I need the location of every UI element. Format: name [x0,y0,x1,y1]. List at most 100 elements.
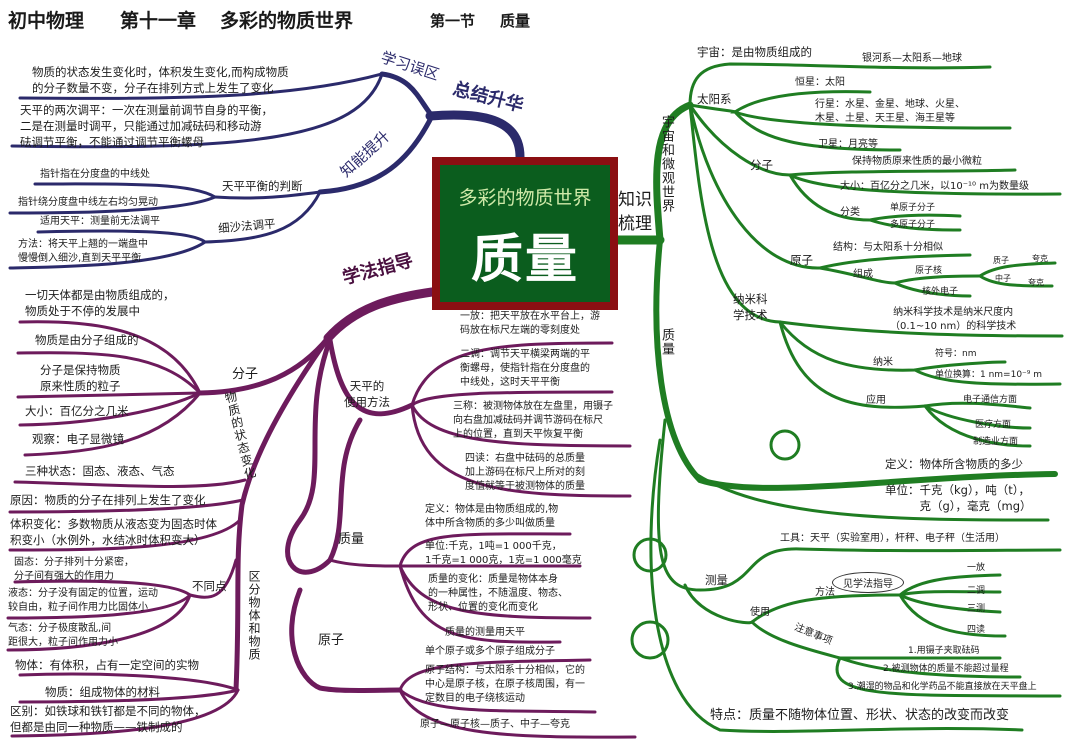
cosmos-label[interactable]: 宇宙：是由物质组成的 [697,45,812,59]
central-subtitle: 多彩的物质世界 [458,187,592,209]
state-change-item: 三种状态：固态、液态、气态 [25,464,175,478]
differences-node[interactable]: 不同点 [192,579,227,593]
proton-label: 质子 [993,256,1009,265]
balance-judge-item: 指针绕分度盘中线左右均匀晃动 [18,197,158,208]
mass-units: 单位：千克（kg），吨（t）， 克（g），毫克（mg） [885,483,1032,513]
mass-definition: 定义：物体所含物质的多少 [885,457,1023,471]
balance-usage-step: 四读：右盘中砝码的总质量 加上游码在标尺上所对的刻 度值就等于被测物体的质量 [465,453,585,492]
method-branch-lines [6,287,637,739]
header-section-title: 质量 [500,12,531,30]
summary-branch-lines [8,71,525,270]
usage-node[interactable]: 使用 [750,607,770,618]
central-topic[interactable]: 多彩的物质世界 质量 [432,157,618,310]
header-subject: 初中物理 [8,10,85,32]
balance-usage-step: 三称：被测物体放在左盘里，用镊子 向右盘加减砝码并调节游码在标尺 上的位置，直到… [453,401,613,440]
nano-node[interactable]: 纳米科 学技术 [733,292,768,322]
solar-item: 恒星：太阳 [795,77,845,88]
state-change-item: 原因：物质的分子在排列上发生了变化 [10,493,206,507]
decorative-circle [630,620,670,660]
quark-label: 夸克 [1028,278,1044,287]
nano-definition: 纳米科学技术是纳米尺度内 （0.1~10 nm）的科学技术 [890,307,1017,332]
atom-node-green[interactable]: 原子 [790,253,813,267]
mass-item: 定义：物体是由物质组成的,物 体中所含物质的多少叫做质量 [425,504,559,529]
nanometer-node[interactable]: 纳米 [873,357,893,368]
solar-item: 卫星：月亮等 [818,139,878,150]
electron-label: 核外电子 [922,287,959,297]
balance-usage-step: 二调：调节天平横梁两端的平 衡螺母，使指针指在分度盘的 中线处，这时天平平衡 [460,349,590,388]
measure-tool: 工具：天平（实验室用），杆秤、电子秤（生活用） [780,533,1005,544]
header-section: 第一节 [430,12,476,30]
caution-item: 2.被测物体的质量不能超过量程 [883,664,1009,674]
sand-method-item: 适用天平：测量前无法调平 [40,216,160,227]
difference-item: 气态：分子极度散乱,间 距很大，粒子间作用力小 [8,623,118,648]
molecule-item: 保持物质原来性质的最小微粒 [852,156,982,167]
decorative-circle [632,537,668,573]
neutron-label: 中子 [995,274,1011,283]
balance-judge-node[interactable]: 天平平衡的判断 [222,179,303,193]
universe-node[interactable]: 宇宙和微观世界 [659,115,674,213]
measure-node[interactable]: 测量 [705,573,728,587]
solar-node[interactable]: 太阳系 [697,92,732,106]
atom-item: 原子—原子核—质子、中子—夸克 [420,719,570,730]
atom-item: 单个原子或多个原子组成分子 [425,646,555,657]
caution-item: 3.潮湿的物品和化学药品不能直接放在天平盘上 [848,682,1037,692]
classify-item: 多原子分子 [890,220,936,230]
mass-node-green[interactable]: 质量 [659,328,674,356]
header-chapter: 第十一章 [120,10,197,32]
application-node[interactable]: 应用 [866,395,886,406]
molecule-item: 分子是保持物质 原来性质的粒子 [40,363,121,393]
quark-label: 夸克 [1032,254,1048,263]
see-method-guide-bubble: 见学法指导 [832,572,904,593]
object-vs-matter-node[interactable]: 区分物体和物质 [247,570,261,661]
balance-judge-item: 指针指在分度盘的中线处 [40,169,150,180]
molecule-item: 观察：电子显微镜 [32,432,124,446]
object-item: 区别：如铁球和铁钉都是不同的物体， 但都是由同一种物质——铁制成的 [10,704,206,734]
application-item: 医疗方面 [975,420,1012,430]
decorative-circle [769,429,801,461]
header-chapter-title: 多彩的物质世界 [220,10,354,32]
molecule-item: 大小：百亿分之几米，以10⁻¹⁰ m为数量级 [840,181,1029,192]
classify-node[interactable]: 分类 [840,207,860,218]
nanometer-conversion: 单位换算：1 nm=10⁻⁹ m [935,370,1043,380]
state-change-item: 体积变化：多数物质从液态变为固态时体 积变小（水例外，水结冰时体积变大） [10,517,217,547]
molecule-item: 物质是由分子组成的 [35,333,139,347]
atom-item: 原子结构：与太阳系十分相似，它的 中心是原子核，在原子核周围，有一 定数目的电子… [425,665,585,704]
method-step: 三测 [967,604,986,614]
mistake-item: 天平的两次调平：一次在测量前调节自身的平衡， 二是在测量时调平，只能通过加减砝码… [20,103,273,149]
atom-structure: 结构：与太阳系十分相似 [833,242,943,253]
classify-item: 单原子分子 [890,203,936,213]
knowledge-branch-lines [612,62,1064,733]
molecule-node-green[interactable]: 分子 [750,158,773,172]
sand-method-item: 方法：将天平上翘的一端盘中 慢慢倒入细沙,直到天平平衡 [18,239,148,264]
mass-feature: 特点：质量不随物体位置、形状、状态的改变而改变 [710,708,1010,723]
solar-item: 行星：水星、金星、地球、火星、 木星、土星、天王星、海王星等 [815,99,965,124]
application-item: 电子通信方面 [963,395,1018,405]
nanometer-symbol: 符号：nm [935,349,977,359]
caution-item: 1.用镊子夹取砝码 [908,646,980,656]
molecule-item: 一切天体都是由物质组成的， 物质处于不停的发展中 [25,288,175,318]
mass-item: 质量的测量用天平 [445,627,525,638]
molecule-item: 大小：百亿分之几米 [25,404,129,418]
atom-node[interactable]: 原子 [318,633,345,648]
central-title: 质量 [470,230,579,290]
method-step: 二调 [967,586,986,596]
mass-item: 单位:千克，1吨=1 000千克， 1千克=1 000克，1克=1 000毫克 [425,541,582,566]
object-item: 物体：有体积，占有一定空间的实物 [15,658,199,672]
method-step: 四读 [967,625,986,635]
usage-method-node[interactable]: 方法 [815,587,835,598]
difference-item: 液态：分子没有固定的位置，运动 较自由，粒子间作用力比固体小 [8,588,158,613]
application-item: 制造业方面 [973,437,1019,447]
molecule-node[interactable]: 分子 [232,367,259,382]
mass-node[interactable]: 质量 [338,532,365,547]
method-step: 一放 [967,563,986,573]
composition-node[interactable]: 组成 [853,269,873,280]
mistake-item: 物质的状态发生变化时，体积发生变化,而构成物质 的分子数量不变，分子在排列方式上… [32,65,289,95]
cosmos-item: 银河系—太阳系—地球 [862,53,962,64]
nucleus-label: 原子核 [915,266,943,276]
balance-usage-node[interactable]: 天平的 使用方法 [344,379,390,409]
object-item: 物质：组成物体的材料 [45,685,160,699]
knowledge-node[interactable]: 知识 梳理 [618,190,652,234]
difference-item: 固态：分子排列十分紧密， 分子间有强大的作用力 [14,557,134,582]
mass-item: 质量的变化：质量是物体本身 的一种属性，不随温度、物态、 形状、位置的变化而变化 [428,574,568,613]
